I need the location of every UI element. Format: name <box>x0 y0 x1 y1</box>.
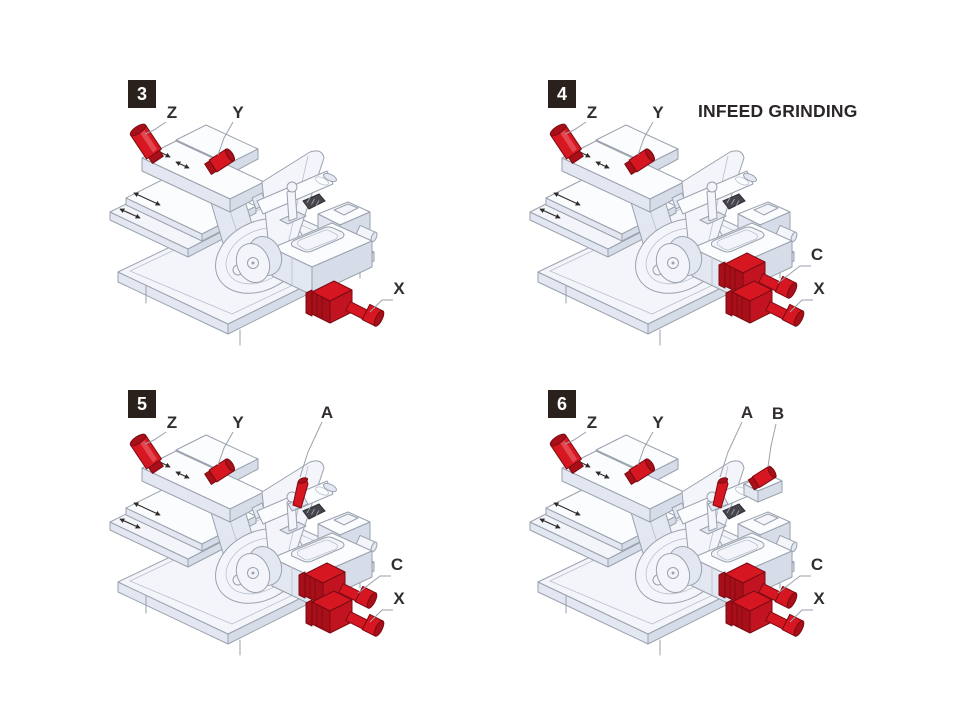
axis-label-x: X <box>813 589 825 608</box>
x-handwheel-red <box>305 280 385 327</box>
y-knob-red <box>204 148 236 175</box>
axis-label-c: C <box>811 245 823 264</box>
x-handwheel-red <box>305 590 385 637</box>
x-handwheel-red <box>725 280 805 327</box>
panel-number-badge: 4 <box>548 80 576 108</box>
leader-line-c <box>777 575 811 594</box>
leader-line-c <box>357 575 391 594</box>
grinding-wheel <box>655 236 703 283</box>
knurled-knob <box>302 503 326 520</box>
leader-line-x <box>369 299 393 313</box>
leader-line-y <box>637 121 654 156</box>
panel-number-badge: 5 <box>128 390 156 418</box>
grinder-machine-illustration: Z Y A CX <box>109 403 405 656</box>
grinding-wheel <box>655 546 703 593</box>
leader-line-y <box>217 431 234 466</box>
infeed-grinding-title: INFEED GRINDING <box>698 101 858 121</box>
leader-line-z <box>144 431 167 445</box>
z-handle-red <box>549 433 584 474</box>
axis-label-y: Y <box>652 103 664 122</box>
axis-label-a: A <box>321 403 333 422</box>
a-lever-red <box>707 477 729 512</box>
cross-slide <box>141 124 265 213</box>
axis-label-y: Y <box>232 413 244 432</box>
axis-label-y: Y <box>652 413 664 432</box>
axis-label-z: Z <box>587 413 597 432</box>
grinder-machine-illustration: Z Y CX <box>529 103 825 346</box>
knurled-knob <box>302 193 326 210</box>
leader-line-y <box>217 121 234 156</box>
x-handwheel-red <box>725 590 805 637</box>
y-knob-red <box>204 458 236 485</box>
panel-number-badge: 3 <box>128 80 156 108</box>
leader-line-x <box>789 299 813 313</box>
leader-line-a <box>299 421 323 478</box>
leader-line-x <box>369 609 393 623</box>
diagram-panel-5: 5 <box>109 370 440 660</box>
axis-label-c: C <box>391 555 403 574</box>
axis-label-x: X <box>813 279 825 298</box>
axis-labels: Z Y X <box>144 103 405 313</box>
leader-line-c <box>777 265 811 284</box>
leader-line-y <box>637 431 654 466</box>
dresser-post <box>699 181 727 225</box>
grinder-machine-illustration: Z Y AB CX <box>529 403 825 656</box>
cross-slide <box>561 124 685 213</box>
grinder-machine-illustration: Z Y X <box>109 103 405 346</box>
y-knob-red <box>624 148 656 175</box>
a-lever-red <box>287 477 309 512</box>
z-handle-red <box>129 433 164 474</box>
axis-label-y: Y <box>232 103 244 122</box>
axis-label-z: Z <box>587 103 597 122</box>
z-handle-red <box>129 123 164 164</box>
cross-slide <box>561 434 685 523</box>
grinding-wheel <box>235 546 283 593</box>
axis-labels: Z Y CX <box>564 103 825 313</box>
diagram-panel-3: 3 <box>109 60 440 350</box>
axis-label-b: B <box>772 404 784 423</box>
dresser-post <box>279 181 307 225</box>
knurled-knob <box>722 193 746 210</box>
z-handle-red <box>549 123 584 164</box>
leader-line-a <box>719 421 743 478</box>
diagram-panel-4: 4 INFEED GRINDING <box>529 60 860 350</box>
leader-line-z <box>144 121 167 135</box>
axis-label-a: A <box>741 403 753 422</box>
axis-label-z: Z <box>167 413 177 432</box>
grinding-wheel <box>235 236 283 283</box>
leader-line-x <box>789 609 813 623</box>
motion-arrows <box>119 459 190 529</box>
knurled-knob <box>722 503 746 520</box>
axis-label-x: X <box>393 589 405 608</box>
y-knob-red <box>624 458 656 485</box>
b-knob-red <box>743 465 783 503</box>
diagram-panel-6: 6 <box>529 370 860 660</box>
leader-line-z <box>564 121 587 135</box>
axis-label-x: X <box>393 279 405 298</box>
axis-label-c: C <box>811 555 823 574</box>
axis-labels: Z Y A CX <box>144 403 405 623</box>
panel-number-badge: 6 <box>548 390 576 418</box>
axis-label-z: Z <box>167 103 177 122</box>
leader-line-z <box>564 431 587 445</box>
leader-line-b <box>767 423 777 468</box>
